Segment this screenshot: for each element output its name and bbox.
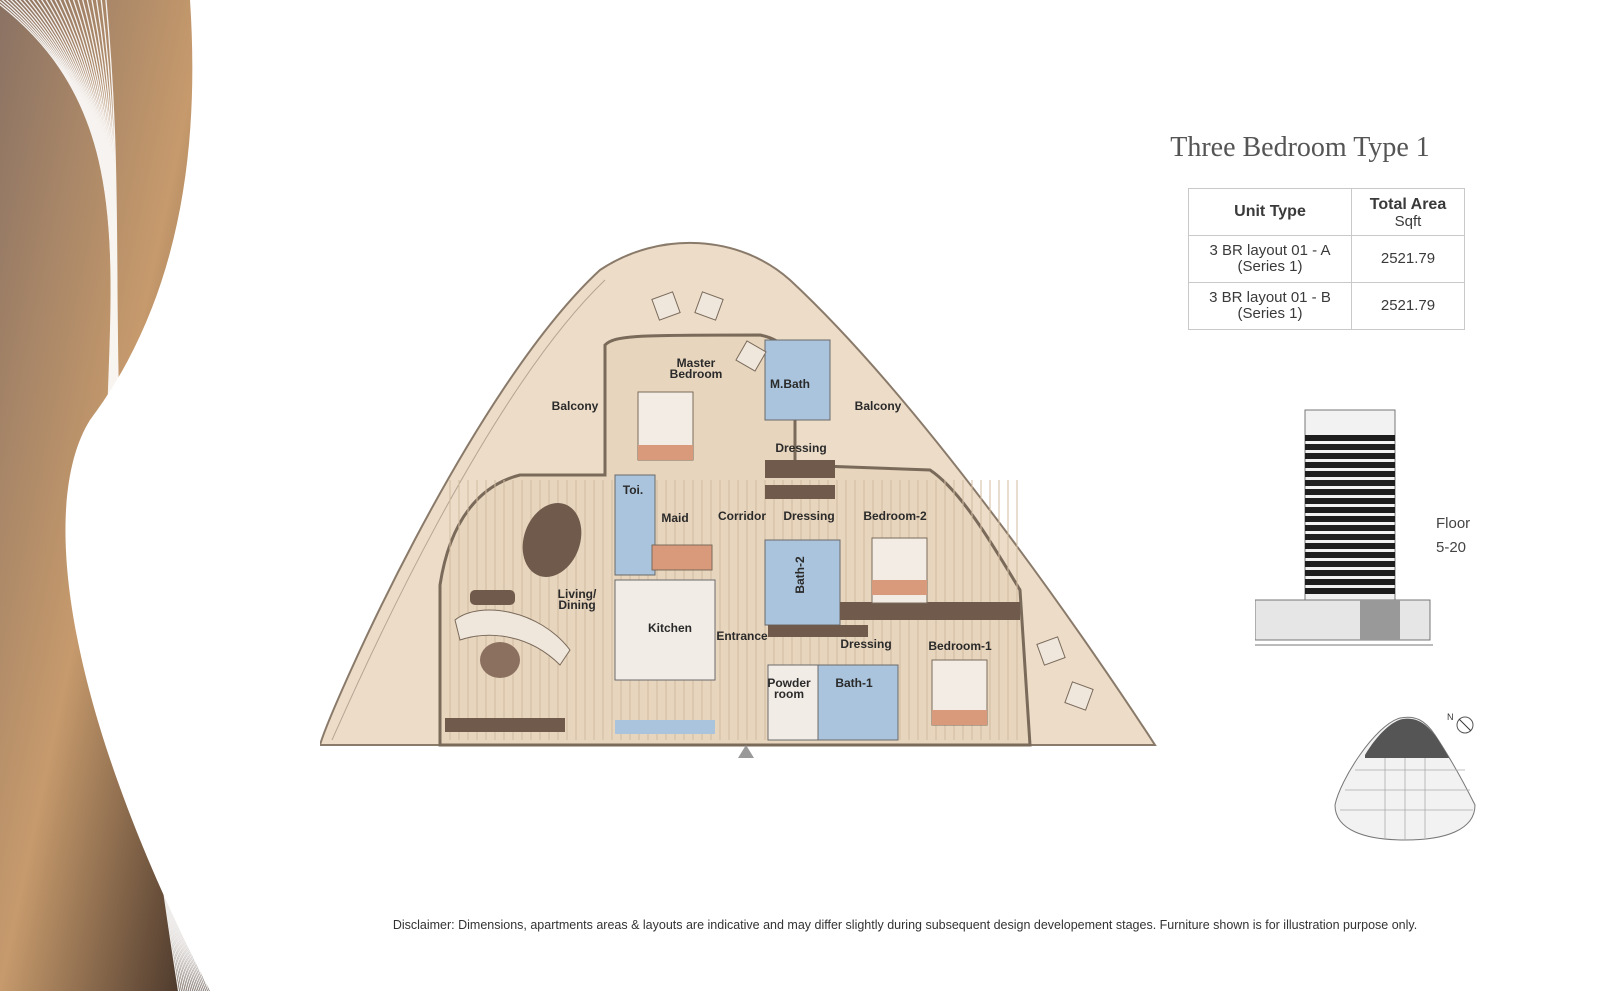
- floor-range: 5-20: [1436, 539, 1467, 556]
- corridor-label: Corridor: [718, 509, 766, 523]
- toilet-area: [614, 474, 656, 576]
- disclaimer-text: Disclaimer: Dimensions, apartments areas…: [392, 918, 1418, 932]
- header-total-area: Total Area Sqft: [1351, 188, 1465, 236]
- bath1-label: Bath-1: [835, 676, 873, 690]
- bath2-label: Bath-2: [793, 556, 807, 594]
- swirl-graphic: [0, 0, 226, 991]
- header-unit-type: Unit Type: [1188, 188, 1352, 236]
- balcony-left-label: Balcony: [552, 399, 599, 413]
- dressing-top-label: Dressing: [775, 441, 826, 455]
- table-row: 3 BR layout 01 - A (Series 1) 2521.79: [1188, 235, 1465, 283]
- master-bedroom-label-2: Bedroom: [670, 367, 723, 381]
- compass-north-label: N: [1447, 712, 1454, 722]
- powder-room-area: [767, 664, 819, 741]
- entrance-label: Entrance: [716, 629, 768, 643]
- floor-info: Floor 5-20: [1436, 512, 1470, 560]
- bath2-area: [764, 539, 841, 626]
- unit-series-line: (Series 1): [1237, 305, 1303, 322]
- kitchen-area: [614, 579, 716, 681]
- floor-plan: Balcony Balcony Master Bedroom M.Bath Dr…: [320, 241, 1157, 758]
- bedroom2-label: Bedroom-2: [863, 509, 927, 523]
- living-label-1: Living/: [558, 587, 597, 601]
- area-cell: 2521.79: [1351, 235, 1465, 283]
- tower-elevation: [1255, 409, 1433, 646]
- mbath-label: M.Bath: [770, 377, 810, 391]
- header-total-area-unit: Sqft: [1394, 212, 1422, 230]
- dressing-mid-label: Dressing: [783, 509, 834, 523]
- area-cell: 2521.79: [1351, 282, 1465, 330]
- unit-type-cell: 3 BR layout 01 - B (Series 1): [1188, 282, 1352, 330]
- living-label-2: Dining: [558, 598, 595, 612]
- powder-room-label-2: room: [774, 687, 804, 701]
- header-total-area-label: Total Area: [1369, 195, 1447, 213]
- floor-label: Floor: [1436, 515, 1471, 532]
- mbath-area: [764, 339, 831, 421]
- maid-label: Maid: [661, 511, 688, 525]
- page-title: Three Bedroom Type 1: [1170, 132, 1430, 163]
- powder-room-label-1: Powder: [767, 676, 811, 690]
- kitchen-label: Kitchen: [648, 621, 692, 635]
- unit-area-table: Unit Type Total Area Sqft 3 BR layout 01…: [1188, 188, 1465, 330]
- table-header-row: Unit Type Total Area Sqft: [1188, 188, 1465, 236]
- bath1-area: [817, 664, 899, 741]
- table-row: 3 BR layout 01 - B (Series 1) 2521.79: [1188, 282, 1465, 330]
- unit-series-line: (Series 1): [1237, 258, 1303, 275]
- balcony-right-label: Balcony: [855, 399, 902, 413]
- unit-type-line: 3 BR layout 01 - B: [1209, 289, 1331, 306]
- left-decorative-swirl: [0, 0, 230, 991]
- bedroom1-label: Bedroom-1: [928, 639, 992, 653]
- toilet-label: Toi.: [623, 483, 643, 497]
- master-bedroom-label-1: Master: [677, 356, 716, 370]
- entrance-arrow-icon: [738, 745, 754, 758]
- dressing-low-label: Dressing: [840, 637, 891, 651]
- unit-type-cell: 3 BR layout 01 - A (Series 1): [1188, 235, 1352, 283]
- key-plan: N: [1334, 712, 1476, 841]
- unit-type-line: 3 BR layout 01 - A: [1209, 242, 1331, 259]
- compass-icon: [1456, 716, 1474, 734]
